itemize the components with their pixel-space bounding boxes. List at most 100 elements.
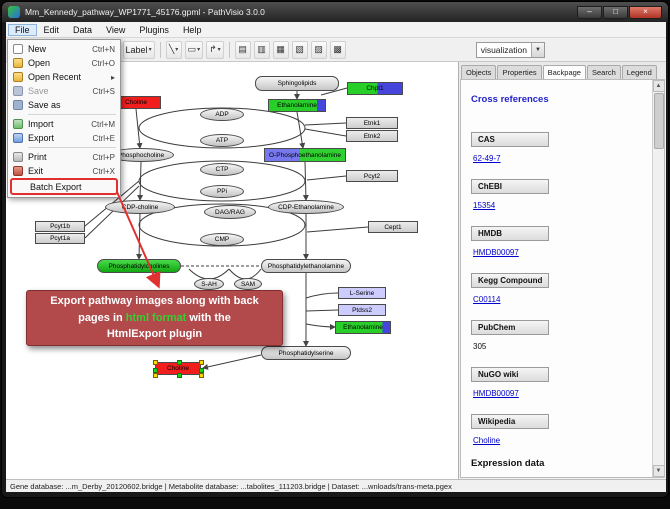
- annotation-box: Export pathway images along with back pa…: [26, 290, 283, 346]
- pathway-node-etnk1[interactable]: Etnk1: [346, 117, 398, 129]
- save-as-icon: [13, 100, 23, 110]
- xref-link[interactable]: Choline: [473, 436, 501, 445]
- scroll-down-icon[interactable]: ▼: [652, 465, 665, 477]
- pathway-node-phosphatidylethanolamine[interactable]: Phosphatidylethanolamine: [261, 259, 351, 273]
- pathway-node-ethanolamine-top[interactable]: Ethanolamine: [268, 99, 326, 112]
- pathway-node-pcyt2[interactable]: Pcyt2: [346, 170, 398, 182]
- pathway-node-choline-selected[interactable]: Choline: [153, 360, 204, 378]
- pathway-node-pcyt1a[interactable]: Pcyt1a: [35, 233, 85, 244]
- cross-references-heading: Cross references: [471, 94, 549, 105]
- pathway-node-adp[interactable]: ADP: [200, 108, 244, 121]
- align-center-button[interactable]: ▥: [253, 40, 270, 59]
- scroll-up-icon[interactable]: ▲: [652, 80, 665, 92]
- xref-value: 305: [473, 342, 487, 351]
- file-menu-item-open-recent[interactable]: Open Recent▸: [10, 70, 118, 84]
- pathway-node-chpt1[interactable]: Chpt1: [347, 82, 403, 95]
- distribute-horizontal-icon: ▧: [295, 44, 304, 54]
- selection-handle[interactable]: [199, 373, 204, 378]
- label-tool-text: Label: [125, 44, 148, 55]
- pathway-node-pcyt1b[interactable]: Pcyt1b: [35, 221, 85, 232]
- maximize-button[interactable]: □: [603, 5, 628, 19]
- connector-tool-button[interactable]: ↱ ▾: [206, 40, 224, 59]
- close-button[interactable]: ×: [629, 5, 662, 19]
- xref-header: Kegg Compound: [471, 273, 550, 288]
- menu-file[interactable]: File: [8, 23, 37, 36]
- pathway-node-ethanolamine-low[interactable]: Ethanolamine: [335, 321, 391, 334]
- selection-handle[interactable]: [153, 373, 158, 378]
- visualization-select[interactable]: visualization ▼: [475, 41, 545, 58]
- xref-header: Wikipedia: [471, 414, 549, 429]
- xref-link[interactable]: HMDB00097: [473, 389, 519, 398]
- xref-link[interactable]: 62-49-7: [473, 154, 501, 163]
- distribute-horizontal-button[interactable]: ▧: [291, 40, 308, 59]
- pathway-node-ppi[interactable]: PPi: [200, 185, 244, 198]
- selection-handle[interactable]: [177, 373, 182, 378]
- align-left-button[interactable]: ▤: [234, 40, 251, 59]
- pathway-node-cdp-choline[interactable]: CDP-choline: [105, 200, 175, 214]
- sidebar-scrollbar[interactable]: ▲ ▼: [652, 80, 665, 477]
- selection-handle[interactable]: [199, 360, 204, 365]
- pathway-node-cmp[interactable]: CMP: [200, 233, 244, 246]
- pathway-node-phosphatidylcholines[interactable]: Phosphatidylcholines: [97, 259, 181, 273]
- menu-plugins[interactable]: Plugins: [139, 24, 169, 35]
- annotation-line2-post: with the: [186, 311, 231, 324]
- pathway-node-dag[interactable]: DAG/RAG: [204, 205, 256, 219]
- pathway-node-o-phosphoethanolamine[interactable]: O-Phosphoethanolamine: [264, 148, 346, 162]
- expression-data-heading: Expression data: [471, 458, 545, 469]
- file-menu-item-batch-export[interactable]: Batch Export: [10, 178, 118, 195]
- xref-link[interactable]: HMDB00097: [473, 248, 519, 257]
- selection-handle[interactable]: [199, 367, 204, 373]
- tab-backpage[interactable]: Backpage: [542, 65, 586, 80]
- file-menu-item-save-as[interactable]: Save as: [10, 98, 118, 112]
- pathway-node-sam[interactable]: SAM: [234, 278, 262, 290]
- menu-help[interactable]: Help: [182, 24, 202, 35]
- pathway-node-l-serine[interactable]: L-Serine: [338, 287, 386, 299]
- annotation-line2-highlight: html format: [125, 311, 187, 324]
- selection-handle[interactable]: [153, 367, 158, 373]
- distribute-vertical-button[interactable]: ▨: [310, 40, 327, 59]
- tab-properties[interactable]: Properties: [497, 65, 542, 79]
- save-icon: [13, 86, 23, 96]
- menu-edit[interactable]: Edit: [43, 24, 60, 35]
- chevron-down-icon: ▾: [197, 47, 201, 53]
- align-top-button[interactable]: ▦: [272, 40, 289, 59]
- pathway-node-cdp-ethanolamine[interactable]: CDP-Ethanolamine: [268, 200, 344, 214]
- shape-tool-button[interactable]: ▭ ▾: [184, 40, 204, 59]
- pathway-node-ctp[interactable]: CTP: [200, 163, 244, 176]
- status-bar: Gene database: ...m_Derby_20120602.bridg…: [6, 479, 666, 492]
- pathway-node-atp[interactable]: ATP: [200, 134, 244, 147]
- pathway-node-ptdss2[interactable]: Ptdss2: [338, 304, 386, 316]
- stack-button[interactable]: ▩: [329, 40, 346, 59]
- xref-link[interactable]: C00114: [473, 295, 501, 304]
- tab-legend[interactable]: Legend: [621, 65, 657, 79]
- label-tool-button[interactable]: Label ▾: [122, 40, 155, 59]
- selection-handle[interactable]: [153, 360, 158, 365]
- pathway-node-s-ah[interactable]: S-AH: [194, 278, 224, 290]
- scrollbar-thumb[interactable]: [653, 93, 664, 149]
- pathway-node-phosphatidylserine[interactable]: Phosphatidylserine: [261, 346, 351, 360]
- pathway-node-etnk2[interactable]: Etnk2: [346, 130, 398, 142]
- tab-objects[interactable]: Objects: [461, 65, 497, 79]
- line-tool-button[interactable]: ╲ ▾: [165, 40, 182, 59]
- menu-data[interactable]: Data: [73, 24, 93, 35]
- menu-view[interactable]: View: [106, 24, 126, 35]
- pathway-node-cept1[interactable]: Cept1: [368, 221, 418, 233]
- xref-link[interactable]: 15354: [473, 201, 496, 210]
- pathway-node-sphingolipids[interactable]: Sphingolipids: [255, 76, 339, 91]
- selection-handle[interactable]: [177, 360, 182, 365]
- tab-search[interactable]: Search: [586, 65, 621, 79]
- minimize-button[interactable]: –: [577, 5, 602, 19]
- title-bar[interactable]: Mm_Kennedy_pathway_WP1771_45176.gpml - P…: [2, 2, 668, 22]
